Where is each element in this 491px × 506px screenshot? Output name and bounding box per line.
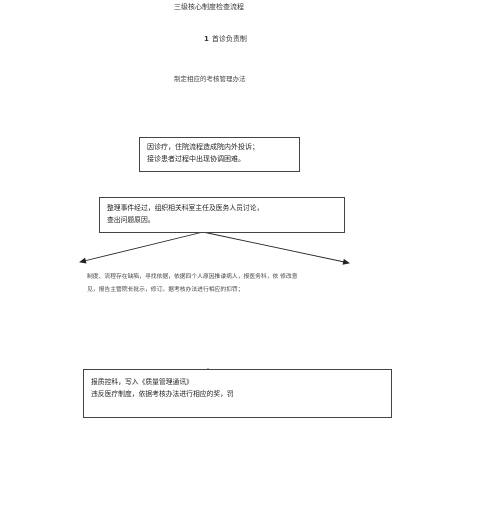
flow-box-investigation: 整理事件经过，组织相关科室主任及医务人员讨论， 查出问题原因。 [99,197,345,233]
flow-box-complaint-line2: 接诊患者过程中出现协调困难。 [147,155,245,163]
flow-box-complaint: 因诊疗，住院流程造成院内外投诉； 接诊患者过程中出现协调困难。 [139,137,300,172]
flow-outcome-line1: 制度、流程存在缺陷，寻找依据，依据四个人原因推诿病人，报医务科，依 修改意 [87,274,298,280]
flow-box-investigation-line1: 整理事件经过，组织相关科室主任及医务人员讨论， [107,204,264,212]
arrow-right [202,231,350,265]
flow-outcome-text: 制度、流程存在缺陷，寻找依据，依据四个人原因推诿病人，报医务科，依 修改意 见，… [87,271,367,297]
section-number: 1 [204,35,209,43]
flow-box-investigation-line2: 查出问题原因。 [107,216,155,224]
page-title: 三级核心制度检查流程 [174,3,244,11]
flow-box-quality-control: 报质控科，写入《质量管理通讯》 违反医疗制度，依据考核办法进行相应的奖，罚 [83,369,392,418]
intro-text: 制定相应的考核管理办法 [174,75,246,83]
flow-outcome-line2: 见，报告主管院长批示，修订。据考核办法进行相应的扣罚； [87,287,244,293]
flow-box-quality-control-line2: 违反医疗制度，依据考核办法进行相应的奖，罚 [91,390,234,398]
arrow-left [79,231,204,264]
flow-box-complaint-line1: 因诊疗，住院流程造成院内外投诉； [147,143,259,151]
section-title: 首诊负责制 [211,35,247,43]
flow-box-quality-control-line1: 报质控科，写入《质量管理通讯》 [91,378,193,386]
